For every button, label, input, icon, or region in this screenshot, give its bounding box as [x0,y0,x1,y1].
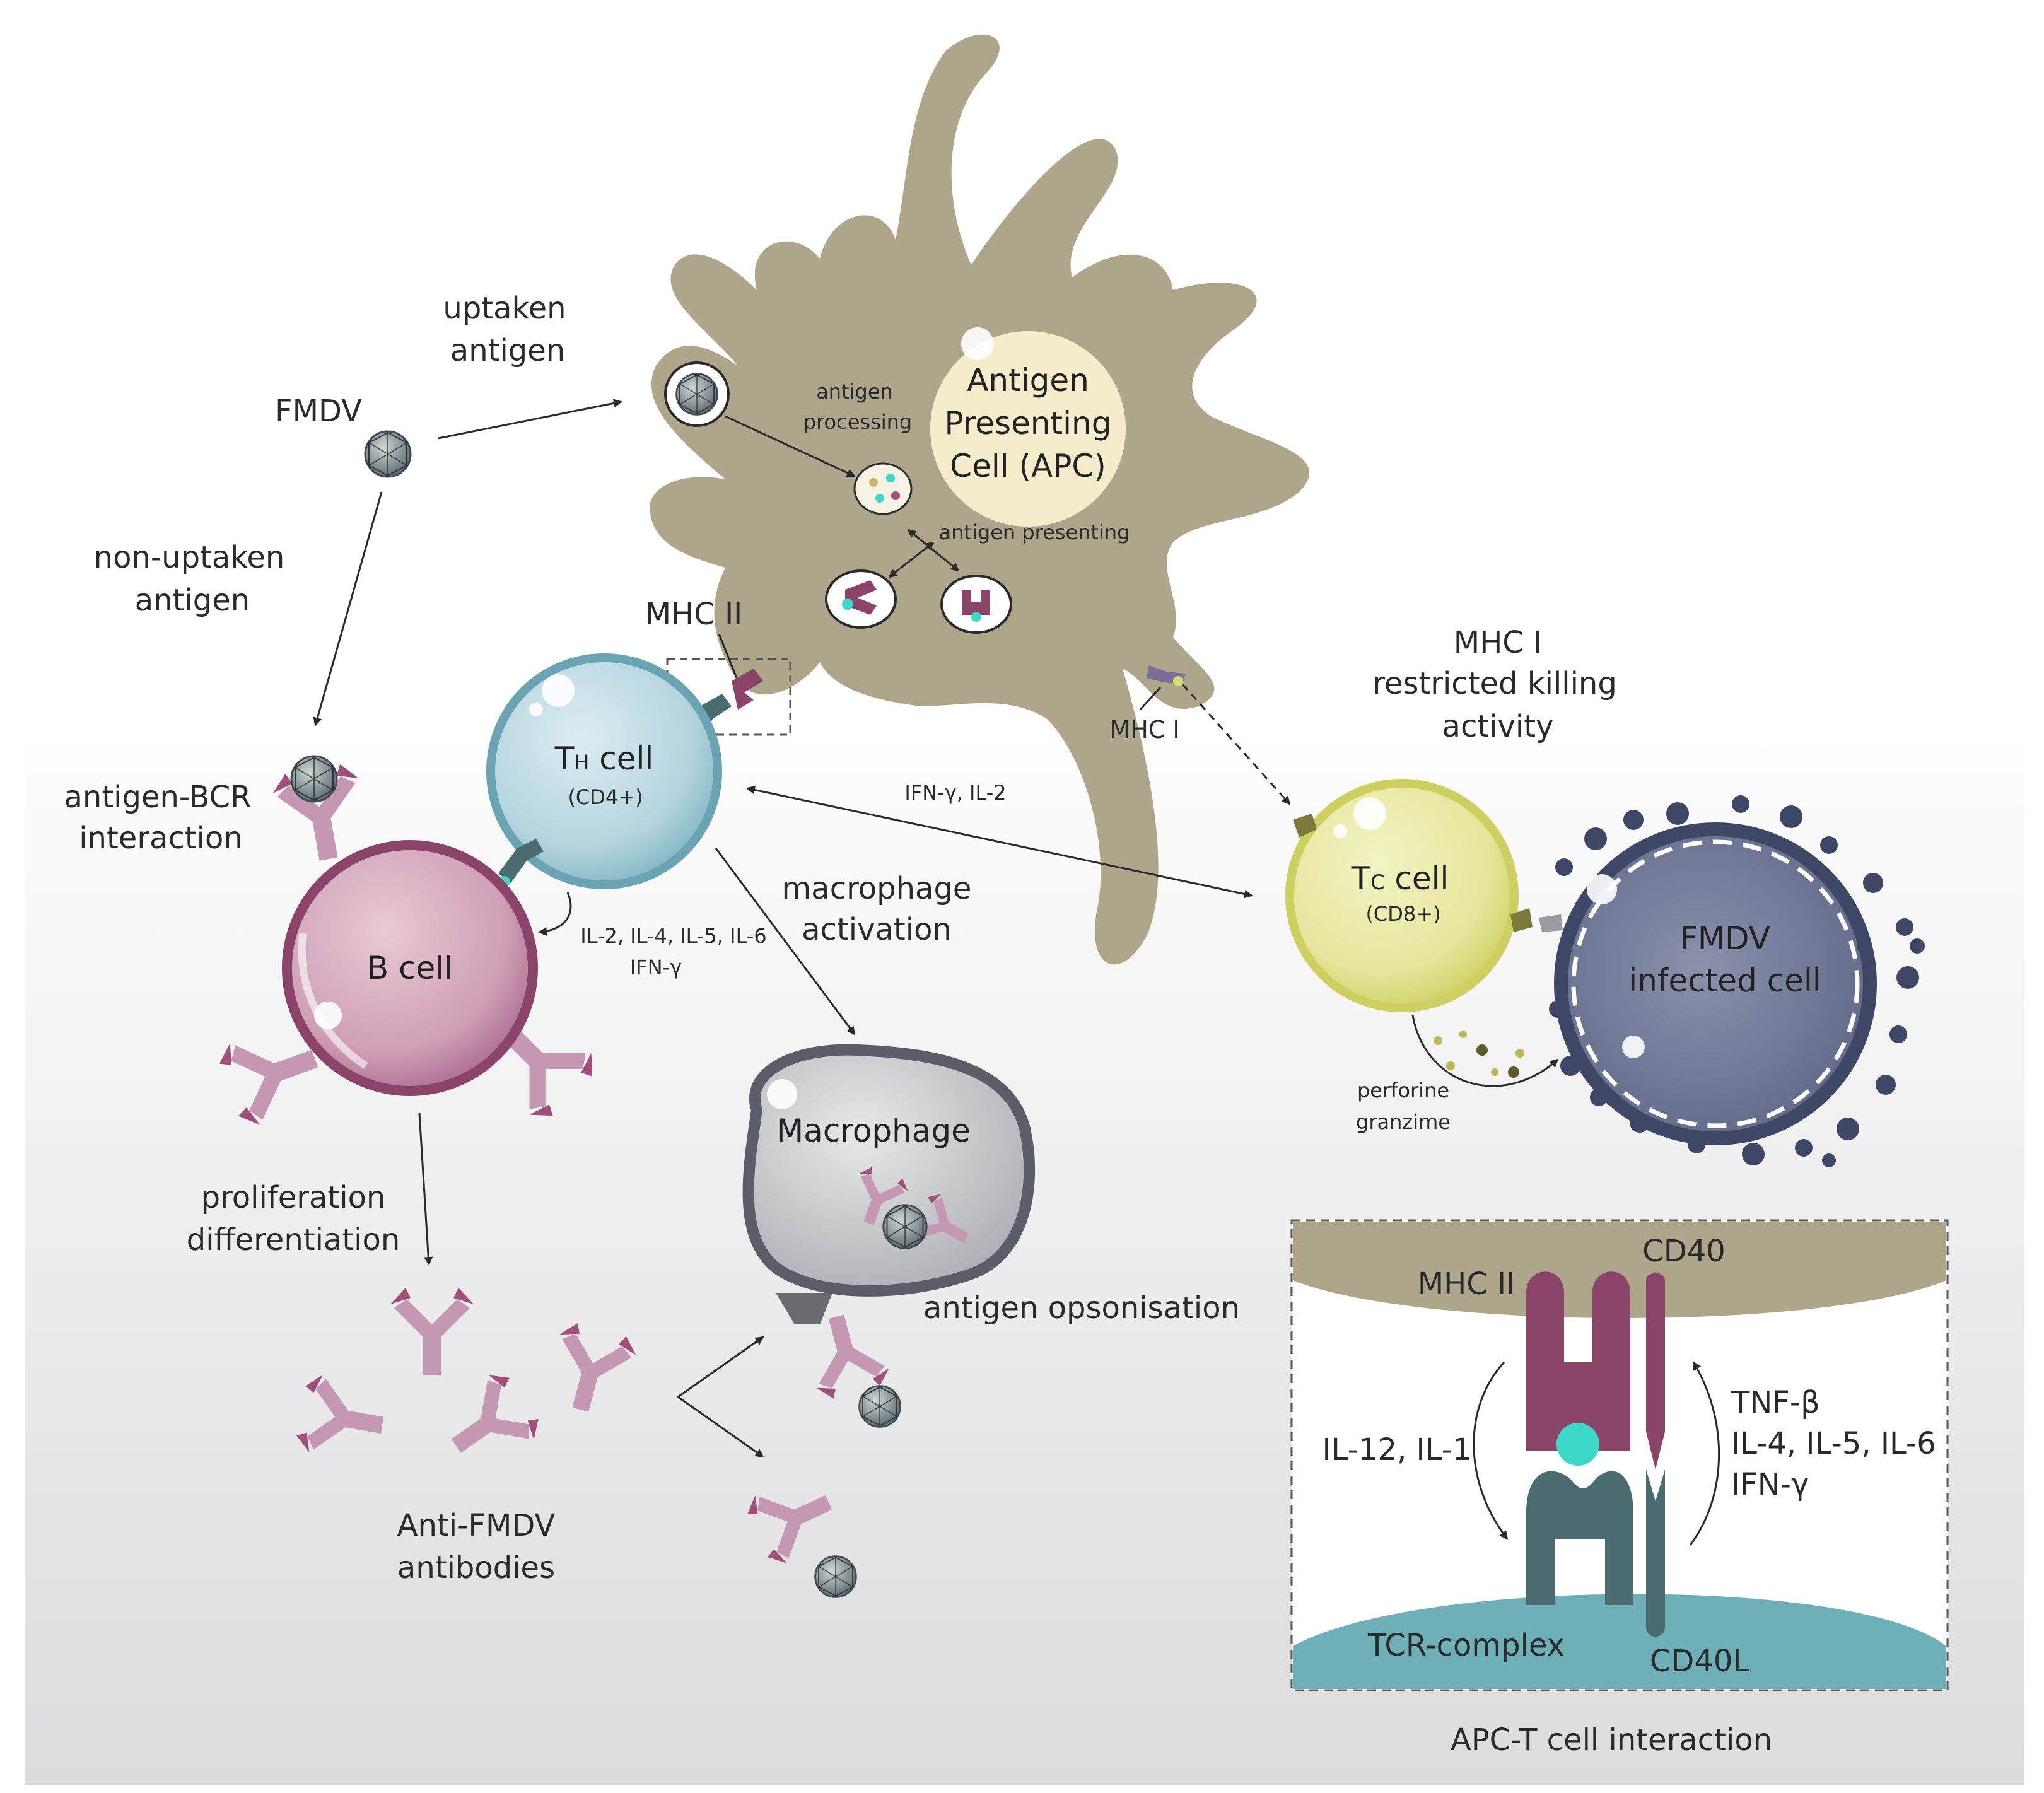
neutralised-virus [814,1555,857,1598]
apc-label-2: Presenting [945,405,1112,441]
mhc-vesicle-right [940,575,1012,634]
macrophage-activation-label-2: activation [802,912,952,947]
differentiation-label: differentiation [187,1222,400,1258]
processing-arrow [725,415,856,477]
inset-tnf-arrow [1689,1361,1720,1546]
macrophage-virus [882,1204,928,1249]
inset-tcr-label: TCR-complex [1367,1628,1565,1663]
tc-cell: TC cell (CD8+) [1285,779,1519,1012]
inset-cd40l [1646,1469,1665,1637]
antigen-bcr-label-2: interaction [79,821,243,856]
antigen-presenting-label: antigen presenting [939,520,1130,544]
ifn-il2-label: IFN-γ, IL-2 [904,781,1006,805]
mhc1-pointer [1139,686,1162,711]
macrophage-label: Macrophage [776,1113,971,1149]
branch-arrow-up [677,1336,764,1398]
tc-cd8-label: (CD8+) [1365,902,1440,926]
inset-ifn-label: IFN-γ [1731,1467,1809,1502]
inset-il12-label: IL-12, IL-1 [1323,1432,1472,1468]
branch-arrow-down [677,1396,764,1458]
apc-label-1: Antigen [967,362,1089,399]
inset-cd40 [1646,1273,1665,1469]
bcr-bound-virus [290,755,338,803]
th-cell: TH cell (CD4+) [486,653,722,889]
uptaken-label-2: antigen [450,333,565,368]
granzime-label: granzime [1356,1110,1451,1134]
tc-cell-label: TC cell [1351,860,1449,897]
mhc2-pointer [718,633,738,679]
antigen-bcr-label-1: antigen-BCR [64,780,252,815]
mhc2-label: MHC II [645,597,743,632]
fmdv-virus [364,430,412,478]
non-uptaken-label-2: antigen [135,583,250,618]
antigen-processing-label-2: processing [803,410,912,434]
inset-cd40-label: CD40 [1642,1234,1726,1269]
presenting-arrow-right [907,529,960,572]
antigen-opsonisation-label: antigen opsonisation [923,1290,1240,1326]
mhc1-apc-label: MHC I [1109,716,1179,744]
antigen-processing-label-1: antigen [816,380,893,404]
opsonised-virus [858,1385,901,1428]
proliferation-arrow [418,1113,433,1266]
b-cell-label: B cell [367,950,453,986]
inset-peptide [1556,1423,1599,1466]
mhc1-restricted-label-1: MHC I [1454,625,1542,660]
inset-apc-membrane [1293,1222,1946,1318]
interleukins-label-1: IL-2, IL-4, IL-5, IL-6 [580,924,766,948]
th-cd4-label: (CD4+) [568,785,643,809]
processing-vesicle [853,462,913,515]
macrophage-activation-arrow [715,848,856,1036]
tc-receptors [1293,814,1563,932]
mhc1-tc-arrow [1181,683,1291,805]
th-to-b-arrow [538,892,572,937]
perforine-arrow [1411,1015,1559,1087]
apc-nucleus: Antigen Presenting Cell (APC) [930,327,1126,527]
th-tc-arrow [746,785,1253,899]
fmdv-label: FMDV [275,394,362,429]
fmdv-infected-label-2: infected cell [1628,962,1821,999]
anti-fmdv-label-2: antibodies [397,1550,555,1586]
inset-tnf-label: TNF-β [1731,1385,1820,1420]
uptake-arrow [438,399,622,440]
macrophage-activation-label-1: macrophage [782,871,972,906]
th-cell-label: TH cell [554,740,654,777]
inset-mhc2-label: MHC II [1418,1266,1515,1302]
inset-cd40l-label: CD40L [1650,1644,1750,1679]
mhc1-receptor-apc [1147,665,1186,686]
proliferation-label: proliferation [201,1180,386,1215]
macrophage: Macrophage [742,1044,1036,1324]
inset-caption: APC-T cell interaction [1451,1722,1772,1758]
inset-il456-label: IL-4, IL-5, IL-6 [1731,1426,1936,1461]
apc-t-inset: MHC II CD40 IL-12, IL-1 TNF-β IL-4, IL-5… [1290,1219,1949,1691]
non-uptaken-label-1: non-uptaken [94,540,285,575]
anti-fmdv-label-1: Anti-FMDV [397,1508,556,1543]
apc-label-3: Cell (APC) [950,448,1106,484]
inset-tcell-membrane [1293,1594,1946,1689]
inset-il12-arrow [1473,1361,1509,1540]
endosome-virus [664,361,730,427]
inset-tcr [1526,1471,1633,1605]
perforine-label: perforine [1357,1078,1449,1102]
b-cell: B cell [214,761,604,1131]
non-uptake-arrow [313,491,383,727]
infected-cell-virions [1549,795,1925,1167]
uptaken-label-1: uptaken [443,291,566,326]
fmdv-infected-label-1: FMDV [1679,920,1770,957]
mhc1-restricted-label-3: activity [1442,709,1554,744]
inset-mhc2 [1526,1271,1630,1451]
granule-particles [1434,1031,1524,1078]
mhc-vesicle-left [825,569,897,629]
interleukins-label-2: IFN-γ [630,955,682,979]
mhc1-restricted-label-2: restricted killing [1372,666,1617,701]
fmdv-infected-cell: FMDV infected cell [1554,822,1877,1145]
